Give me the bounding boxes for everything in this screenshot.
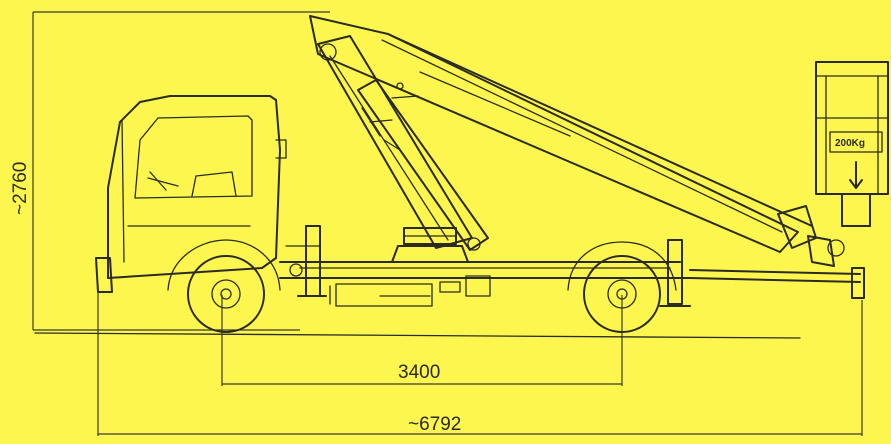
wheelbase-label: 3400	[398, 362, 440, 383]
capacity-label: 200Kg	[835, 138, 865, 149]
upper-boom	[309, 15, 845, 267]
rear-wheel	[567, 241, 677, 333]
work-basket: 200Kg	[815, 61, 889, 227]
front-wheel	[187, 255, 265, 333]
chassis	[279, 261, 865, 307]
length-dimension: ~6792	[97, 285, 863, 436]
ground-line	[34, 332, 801, 339]
length-label: ~6792	[408, 414, 461, 435]
truck-cab	[95, 95, 287, 293]
capacity-plate	[829, 131, 883, 153]
lower-boom	[317, 35, 489, 251]
front-outrigger	[285, 225, 327, 297]
cab-window	[134, 115, 253, 199]
wheelbase-dimension: 3400	[221, 295, 623, 386]
height-label: ~2760	[10, 162, 31, 215]
height-dimension: ~2760	[10, 11, 330, 331]
rear-outrigger	[659, 239, 691, 307]
turntable	[391, 227, 469, 263]
